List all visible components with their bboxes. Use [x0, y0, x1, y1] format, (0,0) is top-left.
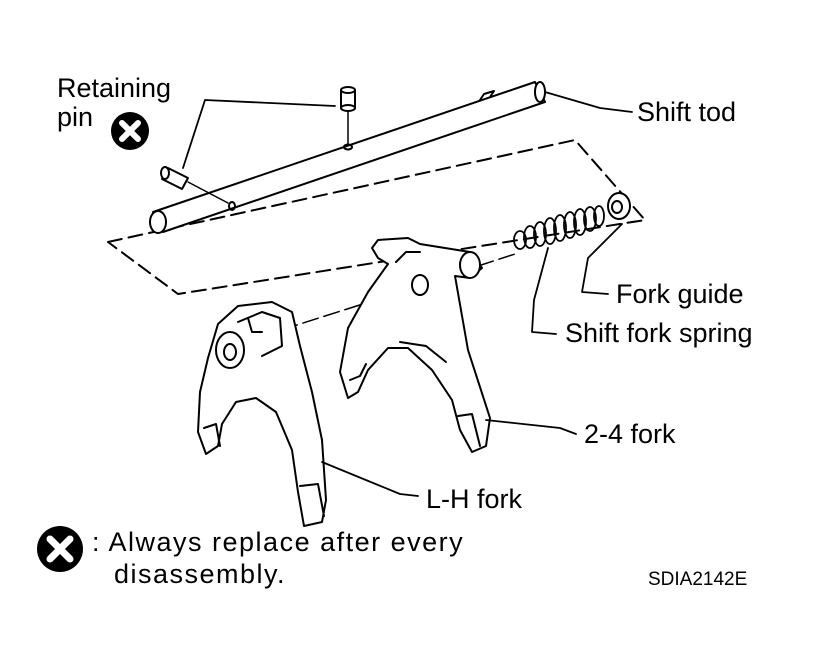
shift-rod-leader	[544, 91, 633, 113]
shift-fork-spring	[513, 205, 605, 250]
retaining-pin-label-line1: Retaining	[57, 73, 172, 103]
fork-guide	[607, 192, 631, 220]
shift-fork-spring-leader	[531, 247, 557, 335]
figure-code: SDIA2142E	[648, 569, 748, 590]
retaining-pin-leader	[182, 99, 336, 169]
retaining-pin-left	[160, 166, 229, 204]
fork-2-4	[339, 237, 491, 453]
retaining-pin-label-line2: pin	[57, 102, 94, 132]
fork-lh-label: L-H fork	[426, 484, 523, 514]
shift-rod	[149, 81, 546, 234]
shift-rod-label: Shift tod	[637, 97, 737, 127]
legend-text-line1: : Always replace after every	[92, 527, 465, 557]
x-circle-icon	[111, 112, 149, 150]
fork-guide-leader	[581, 223, 623, 295]
legend-text-line2: disassembly.	[114, 559, 287, 589]
fork-2-4-leader	[485, 419, 577, 435]
fork-lh-leader	[321, 461, 419, 497]
fork-2-4-label: 2-4 fork	[584, 419, 676, 449]
retaining-pin-top	[340, 86, 356, 145]
shift-fork-spring-label: Shift fork spring	[565, 318, 753, 348]
legend-x-circle-icon	[37, 526, 83, 572]
assembly-plane-dashed	[107, 139, 646, 295]
fork-guide-label: Fork guide	[616, 279, 744, 309]
fork-lh	[197, 301, 327, 527]
